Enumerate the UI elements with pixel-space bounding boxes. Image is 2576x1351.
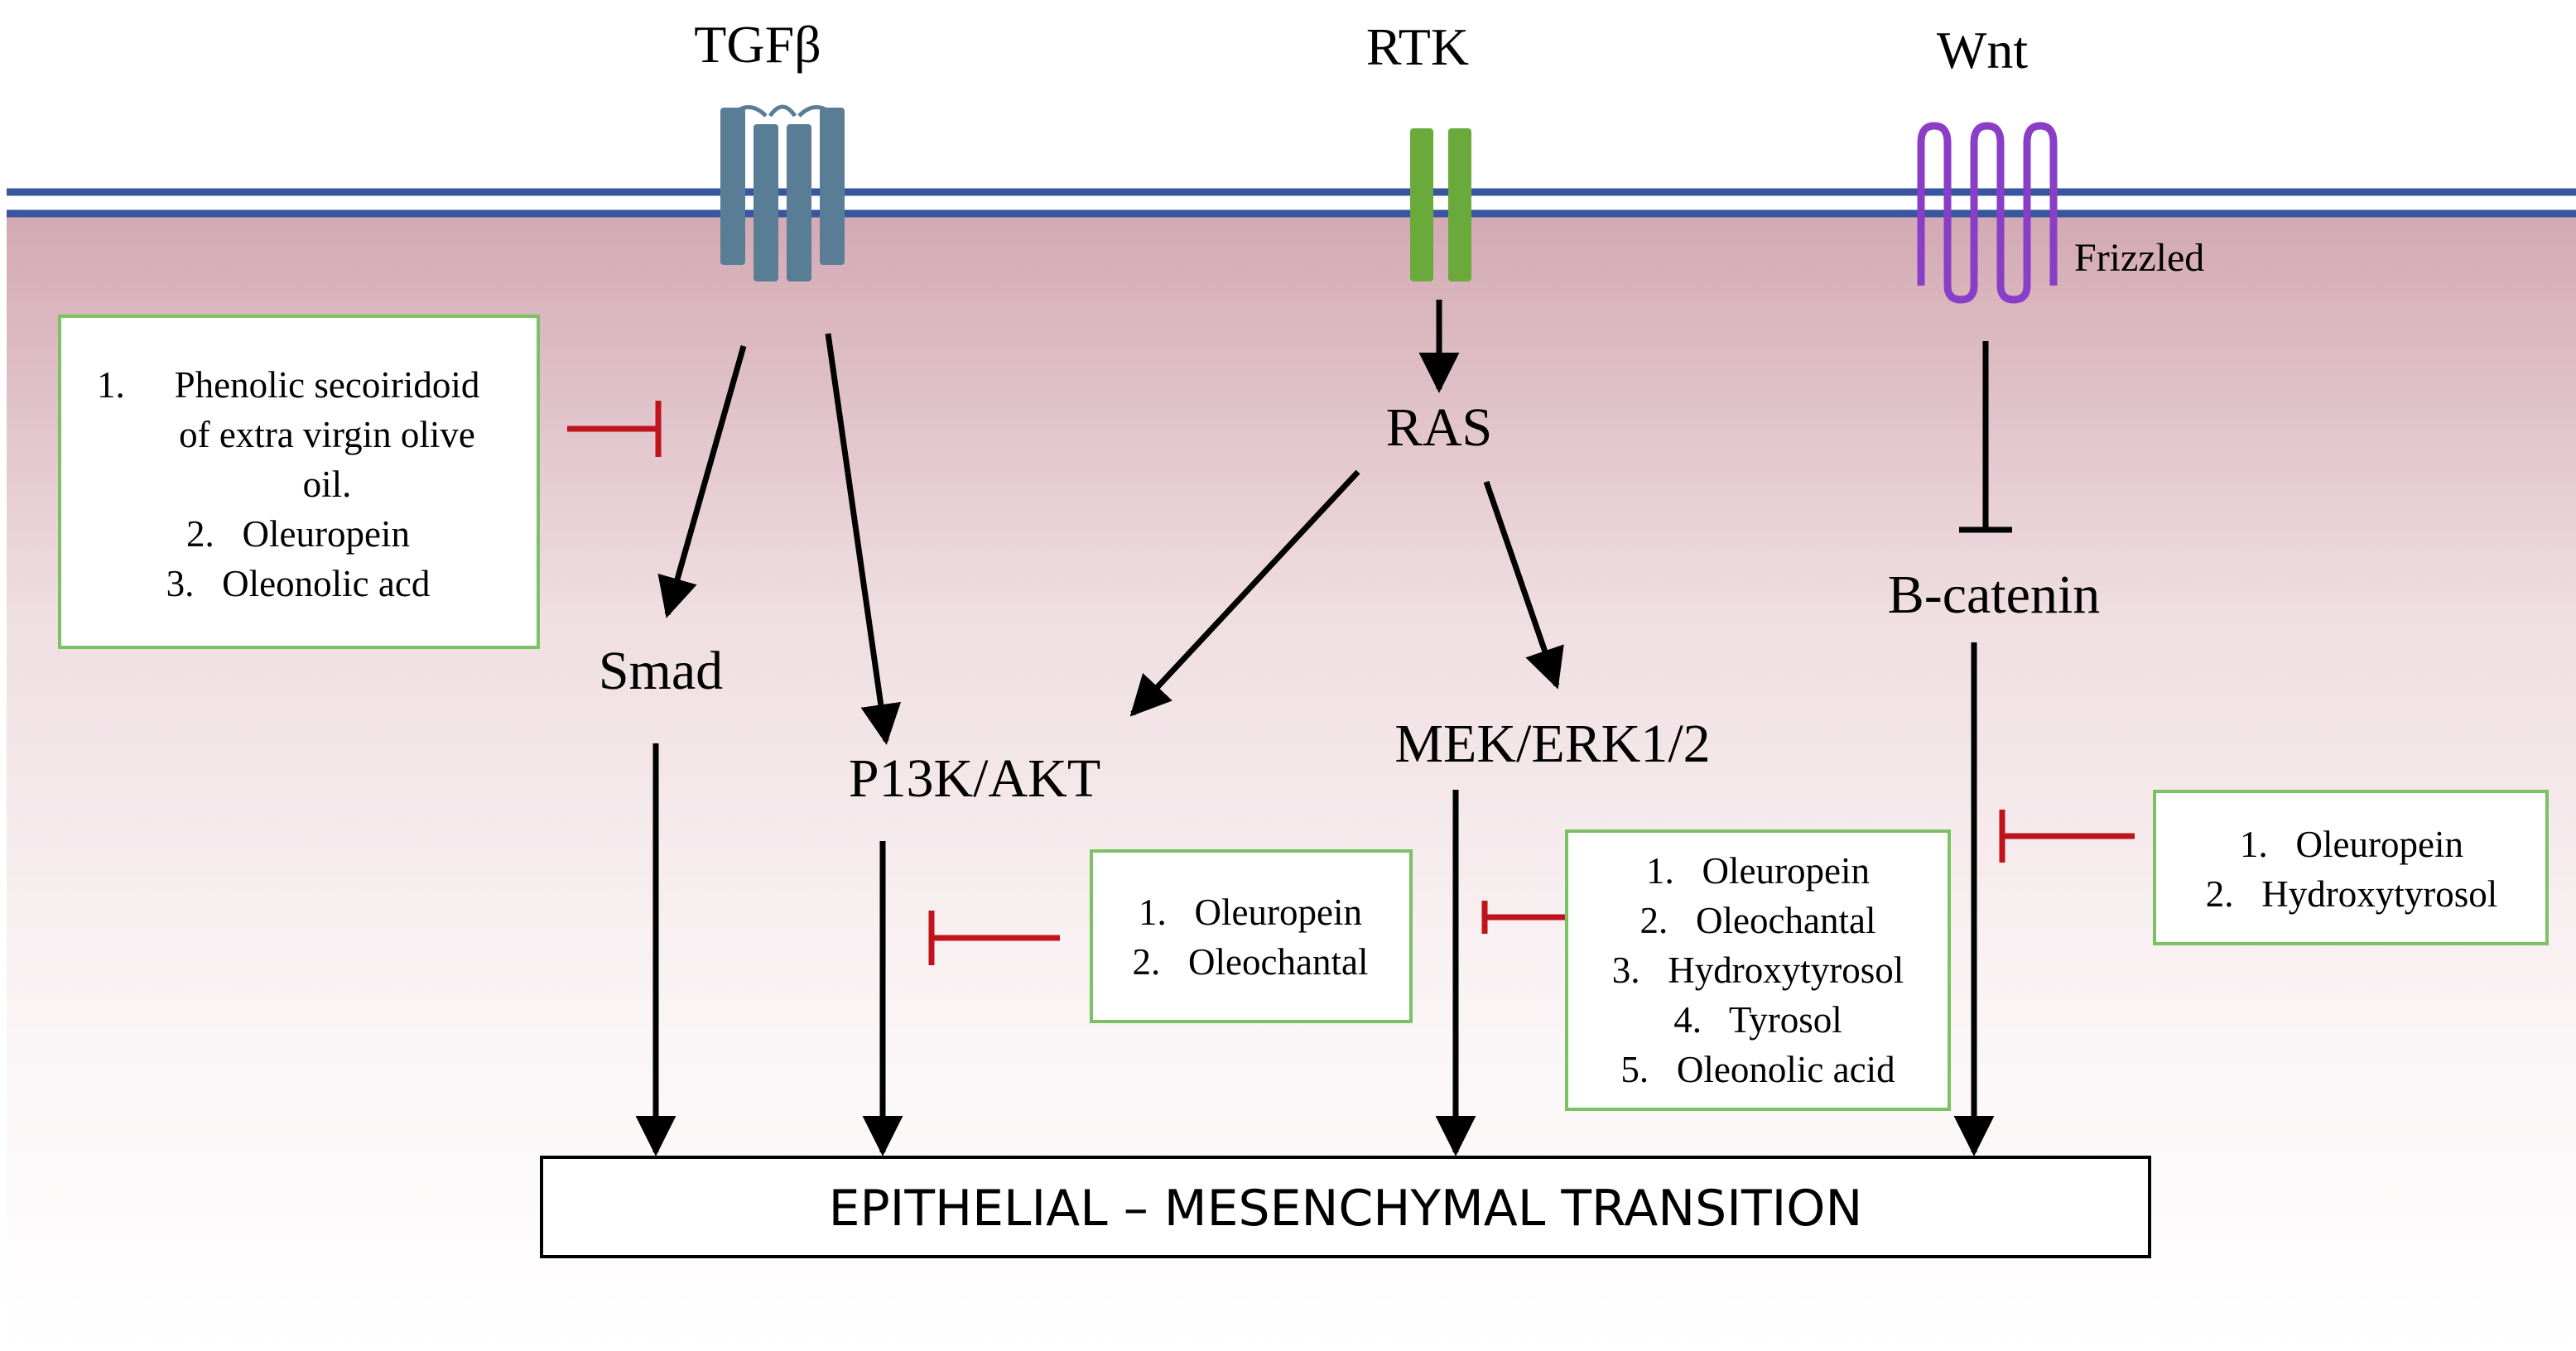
pi3k-inhibitor-1: 1. Oleuropein <box>1139 892 1362 933</box>
activation-arrows <box>635 300 1995 1156</box>
tgfb-receptor-icon <box>720 104 845 281</box>
tgfb-inhibitor-1-line3: oil. <box>303 464 352 505</box>
mek-inhibitor-3: 3. Hydroxytyrosol <box>1612 950 1904 991</box>
arrow-tgfb-to-smad <box>657 345 747 618</box>
mek-inhibitor-1: 1. Oleuropein <box>1646 850 1870 892</box>
emt-box: EPITHELIAL – MESENCHYMAL TRANSITION <box>540 1156 2151 1258</box>
ras-label: RAS <box>1386 397 1492 458</box>
b-catenin-label: B-catenin <box>1888 565 2101 625</box>
arrow-tgfb-to-pi3k <box>825 333 902 745</box>
rtk-receptor-icon <box>1410 128 1471 281</box>
frizzled-label: Frizzled <box>2074 236 2204 280</box>
mek-erk-label: MEK/ERK1/2 <box>1394 714 1710 774</box>
arrow-ras-to-mek <box>1483 480 1564 690</box>
rtk-label: RTK <box>1366 17 1469 76</box>
tgfb-inhibitor-1-line1: Phenolic secoiridoid <box>175 364 480 406</box>
inhibit-pi3k-marker <box>928 911 1060 965</box>
tgfb-inhibitor-3: 3. Oleonolic acd <box>166 563 431 604</box>
frizzled-receptor-icon <box>1917 122 2058 304</box>
mek-inhibitors-box: 1. Oleuropein 2. Oleochantal 3. Hydroxyt… <box>1565 829 1951 1111</box>
wnt-inhibitor-2: 2. Hydroxytyrosol <box>2206 873 2498 915</box>
wnt-inhibitors-box: 1. Oleuropein 2. Hydroxytyrosol <box>2153 790 2549 945</box>
inhibit-bcatenin-marker <box>1999 810 2135 863</box>
mek-inhibitor-2: 2. Oleochantal <box>1640 900 1876 941</box>
pi3k-inhibitor-2: 2. Oleochantal <box>1133 941 1369 983</box>
wnt-inhibitor-1: 1. Oleuropein <box>2240 824 2463 865</box>
inhibit-tgfb-marker <box>567 401 662 457</box>
tgfb-label: TGFβ <box>694 15 821 74</box>
smad-label: Smad <box>599 641 723 701</box>
pi3k-akt-label: P13K/AKT <box>849 748 1100 809</box>
wnt-label: Wnt <box>1937 21 2028 79</box>
arrow-ras-to-pi3k <box>1129 469 1360 717</box>
tgfb-inhibitor-number-1: 1. <box>97 364 125 406</box>
tgfb-inhibitor-1-line2: of extra virgin olive <box>179 414 475 455</box>
emt-label: EPITHELIAL – MESENCHYMAL TRANSITION <box>829 1180 1863 1238</box>
inhibition-wnt-to-bcatenin <box>1959 341 2012 533</box>
tgfb-inhibitor-2: 2. Oleuropein <box>186 513 410 555</box>
mek-inhibitor-4: 4. Tyrosol <box>1673 999 1842 1041</box>
tgfb-inhibitors-box: 1. Phenolic secoiridoid of extra virgin … <box>58 315 540 649</box>
mek-inhibitor-5: 5. Oleonolic acid <box>1620 1049 1895 1090</box>
pi3k-inhibitors-box: 1. Oleuropein 2. Oleochantal <box>1090 849 1413 1023</box>
